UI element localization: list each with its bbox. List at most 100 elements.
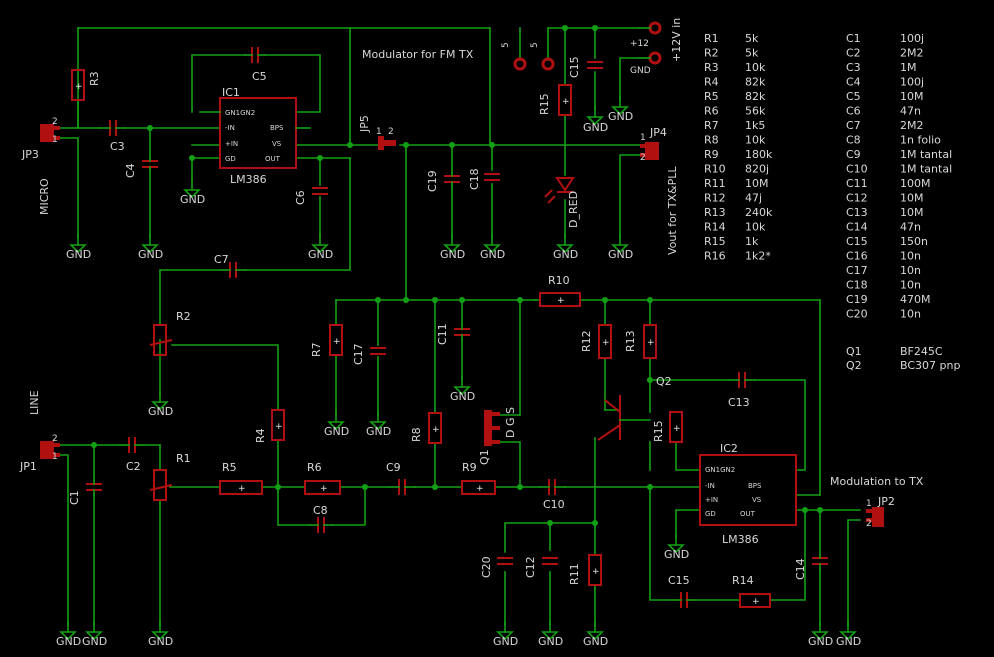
gnd-label: GND [324,425,349,438]
resistor-r7 [329,324,343,356]
label-c9: C9 [386,461,401,474]
part-ref: R16 [704,250,726,263]
part-value: 100j [900,32,924,45]
gnd-label: GND [148,405,173,418]
part-value: 82k [745,90,766,103]
label-r3: R3 [88,71,101,86]
gnd-label: GND [608,110,633,123]
label-r14: R14 [732,574,754,587]
label-jp2: JP2 [877,495,895,508]
part-value: 10M [745,177,769,190]
pad-icon [513,57,527,71]
label-power-in: +12V in [670,18,683,62]
gnd-label: GND [583,121,608,134]
resistor-r16 [669,411,683,443]
label-modulation: Modulation to TX [830,475,924,488]
gnd-label: GND [583,635,608,648]
gnd-label: GND [148,635,173,648]
capacitor-c9 [389,479,416,495]
svg-text:+: + [592,567,600,577]
ic2: IC2 GN1GN2 -IN BPS +IN VS GD OUT LM386 [699,442,797,546]
part-value: 56k [745,105,766,118]
ic1-pin-gn: GN1GN2 [225,109,255,117]
capacitor-c3 [99,120,125,136]
pin-1-jp2: 1 [866,499,872,509]
label-q1: Q1 [478,449,491,465]
capacitor-c5 [244,47,266,63]
part-ref: Q2 [846,359,862,372]
resistor-r5 [219,480,263,495]
part-ref: C7 [846,119,861,132]
resistor-r14 [739,593,771,608]
part-value: 10k [745,221,766,234]
gnd-label: GND [493,635,518,648]
part-value: 47j [745,192,762,205]
gnd-label: GND [664,548,689,561]
pad-icon [541,57,555,71]
part-value: BF245C [900,345,943,358]
label-r5: R5 [222,461,237,474]
gnd-label: GND [440,248,465,261]
capacitor-c1 [86,479,102,496]
capacitor-c14 [812,554,828,571]
part-value: 10M [900,206,924,219]
part-ref: R6 [704,105,719,118]
capacitor-c13 [729,372,756,388]
label-vout: Vout for TX&PLL [666,166,679,255]
capacitor-c7 [221,262,246,278]
svg-text:+: + [432,425,440,435]
resistor-r11 [588,554,602,586]
part-value: 820j [745,163,769,176]
part-value: 10n [900,279,921,292]
part-value: 1M tantal [900,148,952,161]
jp5-connector [378,136,396,150]
label-c6: C6 [294,190,307,205]
pin-1-jp1: 1 [52,452,58,462]
label-c14: C14 [794,558,807,580]
part-ref: C15 [846,235,868,248]
part-value: 1k2* [745,250,771,263]
label-jp3: JP3 [21,148,39,161]
junctions [91,25,823,526]
svg-text:+: + [476,484,484,494]
label-c7: C7 [214,253,229,266]
label-r2: R2 [176,310,191,323]
label-c15: C15 [668,574,690,587]
led-d-red [544,177,575,204]
resistor-r4 [271,409,285,441]
ic2-pin-vs: VS [752,496,762,504]
label-r12: R12 [580,330,593,352]
jp1-connector [40,441,60,459]
svg-text:+: + [673,424,681,434]
gnd-label: GND [366,425,391,438]
ic1-pin-in-pos: +IN [225,140,238,148]
svg-text:+: + [333,337,341,347]
part-ref: C19 [846,293,868,306]
part-ref: C9 [846,148,861,161]
part-value: 100M [900,177,931,190]
part-ref: C1 [846,32,861,45]
ic1-pin-gd: GD [225,155,236,163]
pin-2-jp1: 2 [52,434,58,444]
part-value: 1M tantal [900,163,952,176]
part-value: 240k [745,206,773,219]
ic2-name: IC2 [720,442,738,455]
part-value: 47n [900,105,921,118]
part-value: 180k [745,148,773,161]
gnd-label: GND [82,635,107,648]
part-ref: C6 [846,105,861,118]
part-ref: R8 [704,134,719,147]
wiper-icon [149,484,173,491]
part-ref: Q1 [846,345,862,358]
label-q1-pins: D G S [504,407,517,438]
q2-transistor [597,395,651,441]
part-ref: R15 [704,235,726,248]
pin-2-jp2: 2 [866,519,872,529]
gnd-label: GND [180,193,205,206]
page-title: Modulator for FM TX [362,48,474,61]
svg-text:+: + [275,422,283,432]
part-value: 82k [745,76,766,89]
resistor-r13 [643,324,657,359]
gnd-label: GND [138,248,163,261]
